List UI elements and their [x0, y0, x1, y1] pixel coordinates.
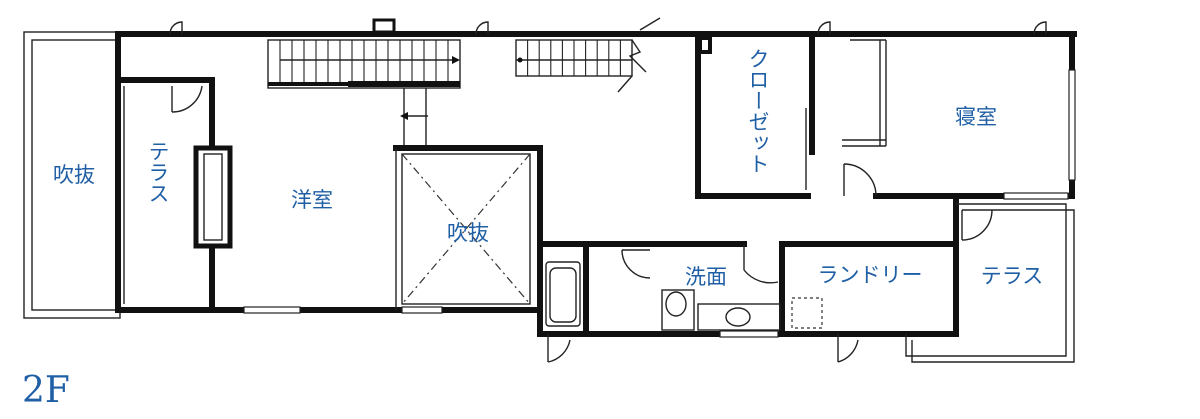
label-shinshitsu: 寝室 [955, 105, 997, 129]
terrace-right-outline [905, 203, 1075, 363]
top-wall-marks [169, 18, 1047, 35]
label-youshitsu: 洋室 [291, 188, 333, 212]
label-laundry: ランドリー [818, 263, 923, 287]
terrace-right-door [961, 209, 993, 241]
wash-basin [697, 303, 781, 331]
laundry-door [743, 244, 779, 284]
closet-walls [695, 31, 815, 199]
senmen-door [621, 249, 651, 279]
label-fukinuke-center: 吹抜 [447, 221, 489, 245]
windows [243, 69, 1076, 338]
floor-label: 2F [22, 370, 70, 411]
room-labels: 吹抜 テラス 洋室 吹抜 クローゼット 寝室 洗面 ランドリー テラス [53, 48, 1043, 289]
label-senmen: 洗面 [685, 265, 727, 289]
label-terrace-left: テラス [146, 141, 170, 204]
bathtub [545, 261, 581, 327]
toilet [661, 289, 695, 331]
label-terrace-right: テラス [981, 264, 1044, 288]
terrace-left-window [193, 145, 233, 249]
label-closet: クローゼット [746, 48, 770, 174]
label-fukinuke-left: 吹抜 [53, 163, 95, 187]
center-void [393, 145, 543, 310]
stairs-right [515, 17, 661, 93]
terrace-door [171, 85, 203, 113]
stairs-left [267, 39, 461, 89]
stair-handrail [400, 88, 428, 146]
bottom-wall-doors [547, 334, 859, 363]
washing-machine [791, 297, 823, 329]
bedroom-door [843, 163, 877, 197]
